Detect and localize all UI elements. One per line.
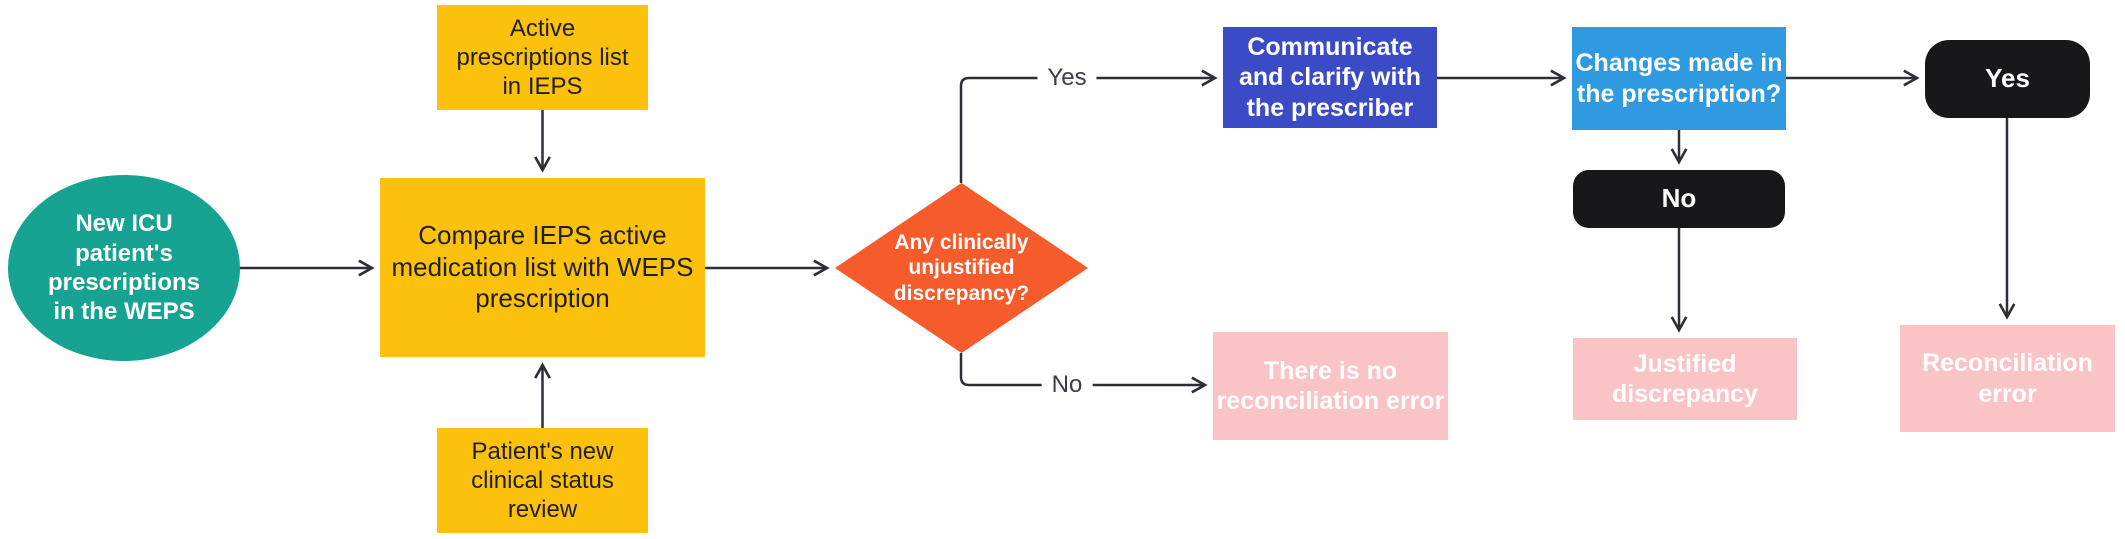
node-reconciliation-error: Reconciliation error — [1900, 325, 2115, 432]
edge-label-yes: Yes — [1037, 64, 1097, 92]
node-compare: Compare IEPS active medication list with… — [380, 178, 705, 357]
node-communicate: Communicate and clarify with the prescri… — [1223, 27, 1437, 128]
connector-decision-no-to-no-error — [959, 353, 1208, 394]
node-clinical-status: Patient's new clinical status review — [437, 428, 648, 533]
node-changes-made: Changes made in the prescription? — [1572, 27, 1786, 130]
node-active-prescriptions: Active prescriptions list in IEPS — [437, 5, 648, 110]
node-yes-outcome: Yes — [1925, 40, 2090, 118]
node-justified-discrepancy: Justified discrepancy — [1573, 338, 1797, 420]
edge-label-no: No — [1041, 371, 1093, 399]
node-no-reconciliation-error: There is no reconciliation error — [1213, 332, 1448, 440]
node-no-outcome: No — [1573, 170, 1785, 228]
connector-decision-yes-to-communicate — [959, 69, 1218, 183]
node-start: New ICU patient's prescriptions in the W… — [8, 175, 240, 361]
